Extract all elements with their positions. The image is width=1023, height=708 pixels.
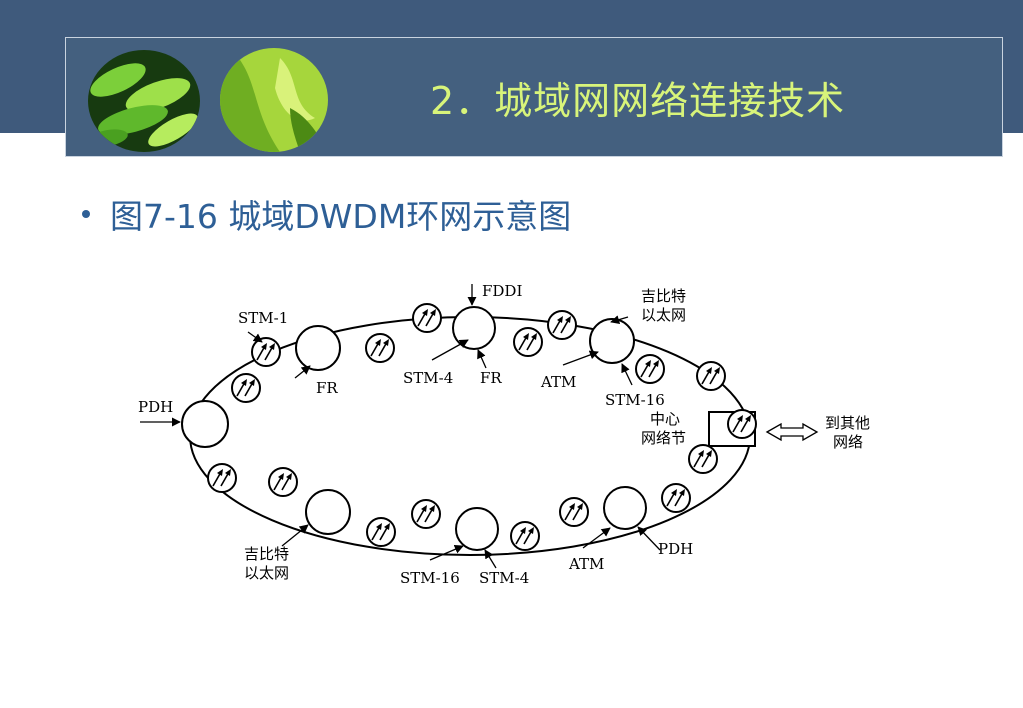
label-stm4-top: STM-4	[403, 369, 453, 387]
page-title: 2．城域网网络连接技术	[430, 79, 846, 123]
amplifier-icon	[635, 354, 665, 384]
amplifier-icon	[365, 333, 395, 363]
node-fr-left	[295, 325, 341, 371]
label-atm-top: ATM	[540, 373, 576, 391]
node-gige-bottom	[305, 489, 351, 535]
amplifier-icon	[231, 373, 261, 403]
node-stm-bottom	[455, 507, 499, 551]
amplifier-icon	[366, 517, 396, 547]
node-atm-bottom	[603, 486, 647, 530]
arrow-stm16-bottom	[429, 545, 464, 561]
bullet-text: 图7-16 城域DWDM环网示意图	[110, 197, 572, 236]
amplifier-icon	[412, 303, 442, 333]
optical-amplifiers	[207, 303, 757, 551]
amplifier-icon	[559, 497, 589, 527]
leaf-image-1	[88, 50, 200, 152]
label-stm16-top: STM-16	[605, 391, 665, 409]
leaf-image-2	[220, 48, 328, 152]
node-fddi	[452, 306, 496, 350]
label-other-line2: 网络	[833, 433, 863, 451]
amplifier-icon	[727, 409, 757, 439]
label-gige-bottom-line2: 以太网	[244, 564, 289, 582]
amplifier-icon	[510, 521, 540, 551]
arrow-stm16-top	[621, 363, 633, 386]
label-stm16-bottom: STM-16	[400, 569, 460, 587]
label-gige-bottom-line1: 吉比特	[244, 545, 289, 563]
arrow-atm-top	[562, 350, 599, 366]
amplifier-icon	[696, 361, 726, 391]
label-stm1: STM-1	[238, 309, 288, 327]
node-pdh-left	[181, 400, 229, 448]
arrow-fr-left	[294, 365, 311, 379]
arrow-stm4-bottom	[484, 549, 497, 569]
arrow-atm-bottom	[582, 527, 611, 549]
label-fr-left: FR	[316, 379, 338, 397]
arrow-pdh-bottom	[637, 526, 661, 551]
amplifier-icon	[411, 499, 441, 529]
arrow-gige-top	[610, 315, 629, 325]
amplifier-icon	[268, 467, 298, 497]
arrow-stm1	[247, 331, 263, 343]
label-gige-top-line2: 以太网	[641, 306, 686, 324]
label-hub-line2: 网络节	[641, 429, 686, 447]
label-fddi: FDDI	[482, 282, 522, 300]
node-gige-top	[589, 318, 635, 364]
amplifier-icon	[547, 310, 577, 340]
double-arrow-other-networks	[765, 422, 819, 442]
label-stm4-bottom: STM-4	[479, 569, 529, 587]
label-hub-line1: 中心	[650, 410, 680, 428]
amplifier-icon	[207, 463, 237, 493]
arrow-gige-bottom	[281, 524, 309, 547]
label-other-line1: 到其他	[825, 414, 870, 432]
label-pdh-left: PDH	[138, 398, 173, 416]
bullet-dot	[82, 210, 90, 218]
amplifier-icon	[661, 483, 691, 513]
label-fr-top: FR	[480, 369, 502, 387]
amplifier-icon	[688, 444, 718, 474]
label-atm-bottom: ATM	[568, 555, 604, 573]
label-pdh-bottom: PDH	[658, 540, 693, 558]
amplifier-icon	[513, 327, 543, 357]
bullet-item: 图7-16 城域DWDM环网示意图	[82, 190, 571, 238]
arrow-stm4-top	[431, 339, 469, 361]
label-gige-top-line1: 吉比特	[641, 287, 686, 305]
amplifier-icon	[251, 337, 281, 367]
arrow-fr-top	[477, 349, 487, 369]
